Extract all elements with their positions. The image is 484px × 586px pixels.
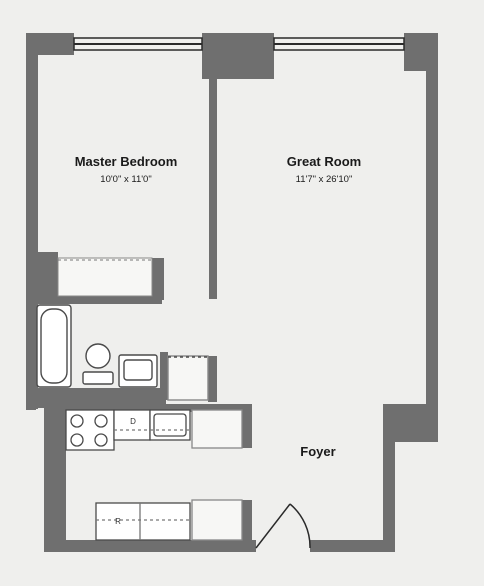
refrigerator-counter <box>95 502 191 541</box>
toilet-tank <box>82 371 114 385</box>
foyer-right-wall <box>383 404 395 550</box>
bathroom-fixtures <box>36 304 209 401</box>
stove-burner-2 <box>94 414 108 428</box>
bathroom-sink <box>123 359 153 381</box>
top-wall-center-column <box>202 33 274 79</box>
kitchen-closet <box>191 409 243 449</box>
kitchen-top-wall <box>44 404 250 412</box>
bedroom-closet <box>57 257 153 297</box>
bottom-wall-right <box>310 540 395 552</box>
coat-closet <box>191 499 243 541</box>
kitchen-fixtures <box>65 409 243 541</box>
dishwasher-label: D <box>130 417 136 426</box>
great-room-label: Great Room <box>287 154 361 169</box>
bedroom-partition-wall <box>209 75 217 299</box>
entry-door-swing-arc <box>289 503 311 549</box>
kitchen-sink-basin <box>153 413 187 437</box>
kitchen-left-wall <box>44 400 66 548</box>
bedroom-closet-pier <box>26 252 58 302</box>
windows <box>73 37 405 51</box>
master-bedroom-label: Master Bedroom <box>75 154 178 169</box>
walls <box>26 33 438 552</box>
toilet-bowl <box>85 343 111 369</box>
bottom-wall-left <box>44 540 256 552</box>
linen-closet <box>167 355 209 401</box>
stove-burner-4 <box>94 433 108 447</box>
bathtub-basin <box>40 308 68 384</box>
bathroom-right-wall <box>160 352 168 400</box>
foyer-label: Foyer <box>300 444 335 459</box>
stove-burner-3 <box>70 433 84 447</box>
linen-closet-wall <box>208 356 217 402</box>
entry-door <box>255 503 311 549</box>
master-bedroom-dimensions: 10'0" x 11'0" <box>100 174 151 185</box>
great-room-dimensions: 11'7" x 26'10" <box>296 174 353 185</box>
stove-burner-1 <box>70 414 84 428</box>
bathroom-left-wall <box>26 300 36 410</box>
entry-door-leaf <box>255 503 291 549</box>
dishwasher <box>113 409 151 441</box>
refrigerator-label: R <box>115 517 121 526</box>
bathroom-top-wall <box>26 296 162 304</box>
kitchen-right-wall-upper <box>242 404 252 448</box>
kitchen-right-wall-lower <box>242 500 252 550</box>
bedroom-closet-end <box>152 258 164 300</box>
right-wall <box>426 33 438 409</box>
closet-interior <box>57 257 153 297</box>
